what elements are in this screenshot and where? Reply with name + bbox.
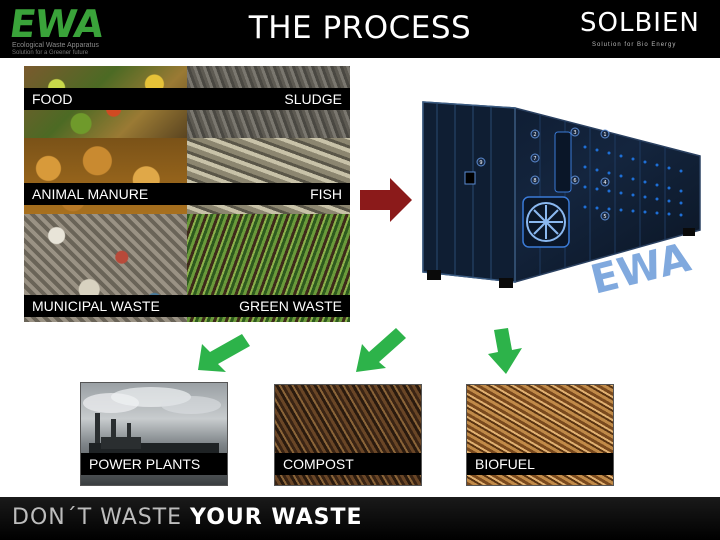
ewa-logo-line2: Solution for a Greener future [12, 50, 89, 56]
label-power-plants: POWER PLANTS [81, 453, 227, 475]
arrow-right-icon [360, 178, 412, 222]
label-biofuel: BIOFUEL [467, 453, 613, 475]
label-compost: COMPOST [275, 453, 421, 475]
label-food: FOOD [24, 88, 194, 110]
machine-number: 1 [603, 132, 606, 138]
machine-number: 7 [533, 156, 536, 162]
solbien-logo-tagline: Solution for Bio Energy [592, 42, 677, 48]
ewa-logo-word: EWA [6, 2, 106, 46]
ewa-logo: EWA Ecological Waste Apparatus Solution … [6, 2, 128, 56]
biofuel-image: BIOFUEL [466, 384, 614, 486]
arrow-down-left-icon [356, 328, 406, 372]
solbien-logo-word: SOLBIEN [580, 8, 700, 38]
arrow-down-left-icon [198, 334, 250, 372]
header-bar: EWA Ecological Waste Apparatus Solution … [0, 0, 720, 58]
label-fish: FISH [194, 183, 350, 205]
machine-number: 6 [573, 178, 576, 184]
footer-bar: DON´T WASTE YOUR WASTE [0, 497, 720, 540]
power-plants-image: POWER PLANTS [80, 382, 228, 486]
ewa-machine-illustration: 1 2 3 4 5 6 7 8 9 EWA [422, 101, 701, 300]
machine-number: 8 [533, 178, 536, 184]
compost-image: COMPOST [274, 384, 422, 486]
machine-number: 3 [573, 130, 576, 136]
label-sludge: SLUDGE [194, 88, 350, 110]
label-municipal-waste: MUNICIPAL WASTE [24, 295, 194, 317]
arrow-down-icon [488, 328, 522, 374]
machine-number: 2 [533, 132, 536, 138]
label-green-waste: GREEN WASTE [194, 295, 350, 317]
slogan: DON´T WASTE YOUR WASTE [12, 505, 363, 530]
slogan-part1: DON´T WASTE [12, 505, 191, 530]
label-animal-manure: ANIMAL MANURE [24, 183, 194, 205]
solbien-logo: SOLBIEN Solution for Bio Energy [560, 8, 710, 52]
machine-number: 5 [603, 214, 606, 220]
ewa-logo-line1: Ecological Waste Apparatus [12, 42, 99, 49]
machine-number: 4 [603, 180, 606, 186]
slogan-part2: YOUR WASTE [190, 505, 363, 530]
machine-number: 9 [479, 160, 482, 166]
page-title: THE PROCESS [248, 10, 472, 46]
